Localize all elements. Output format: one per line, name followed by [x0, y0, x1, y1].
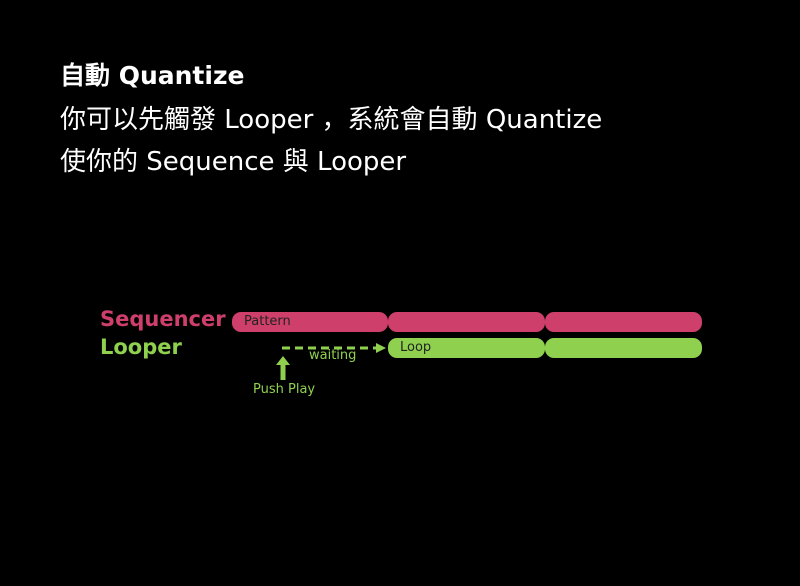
looper-track-label: Looper	[100, 335, 182, 359]
slide-heading: 自動 Quantize	[60, 61, 245, 90]
sequencer-track-label: Sequencer	[100, 307, 226, 331]
sequencer-block-3	[545, 312, 702, 332]
looper-loop-block: Loop	[388, 338, 545, 358]
sequencer-pattern-label: Pattern	[244, 314, 291, 329]
sequencer-pattern-block: Pattern	[232, 312, 388, 332]
waiting-dashed-arrow	[282, 343, 386, 353]
looper-loop-label: Loop	[400, 340, 432, 355]
looper-block-2	[545, 338, 702, 358]
waiting-label: waiting	[309, 348, 357, 363]
push-play-up-arrow-icon	[276, 356, 290, 380]
body-line-1: 你可以先觸發 Looper ，系統會自動 Quantize	[60, 105, 603, 135]
body-line-2: 使你的 Sequence 與 Looper	[60, 147, 407, 177]
sequencer-block-2	[388, 312, 545, 332]
push-play-label: Push Play	[253, 382, 316, 397]
